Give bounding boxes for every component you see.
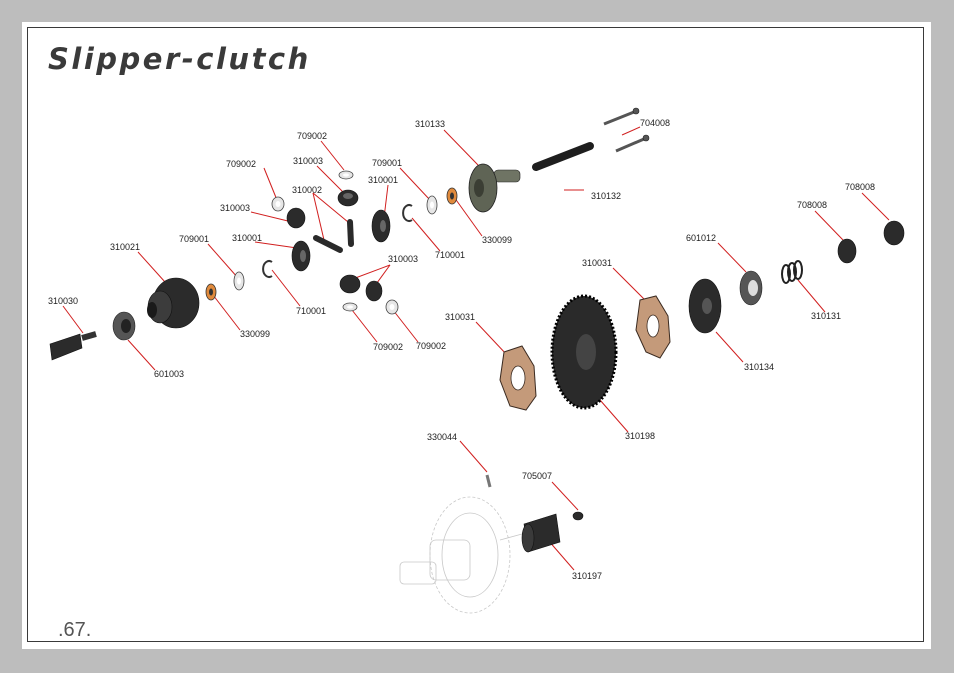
- outdrive-310030: [49, 331, 97, 361]
- cross-pin-310002-a: [313, 235, 343, 253]
- nut-708008-a: [883, 220, 905, 246]
- label-310197: 310197: [572, 571, 602, 581]
- output-cup-310133: [468, 163, 521, 213]
- label-330044: 330044: [427, 432, 457, 442]
- label-310002: 310002: [292, 185, 322, 195]
- pressure-plate-310134: [688, 278, 722, 334]
- label-310030: 310030: [48, 296, 78, 306]
- gear-310003-a: [337, 189, 359, 207]
- label-601012: 601012: [686, 233, 716, 243]
- label-330099-a: 330099: [482, 235, 512, 245]
- pin-704008-a: [603, 107, 640, 126]
- gear-310003-d: [365, 280, 383, 302]
- friction-pad-310031-b: [499, 345, 537, 411]
- washer-709002-a: [338, 170, 354, 180]
- gear-310003-b: [286, 207, 306, 229]
- friction-pad-310031-a: [635, 295, 671, 359]
- manual-page: Slipper-clutch .67.: [22, 22, 931, 649]
- gear-310001-a: [371, 209, 391, 243]
- assembled-slipper-ghost: [399, 496, 523, 614]
- label-709002-a: 709002: [297, 131, 327, 141]
- clip-710001-a: [402, 204, 413, 222]
- label-709002-b: 709002: [226, 159, 256, 169]
- label-709002-d: 709002: [416, 341, 446, 351]
- label-310198: 310198: [625, 431, 655, 441]
- gear-310003-c: [339, 274, 361, 294]
- label-310133: 310133: [415, 119, 445, 129]
- page-number: .67.: [58, 619, 92, 641]
- label-310031-a: 310031: [582, 258, 612, 268]
- gear-310001-b: [291, 240, 311, 272]
- label-310001-a: 310001: [368, 175, 398, 185]
- pin-330044: [485, 474, 492, 488]
- label-705007: 705007: [522, 471, 552, 481]
- label-330099-b: 330099: [240, 329, 270, 339]
- washer-709002-c: [342, 302, 358, 312]
- diff-case-310021: [147, 277, 200, 329]
- clip-710001-b: [262, 260, 273, 278]
- spring-310131: [781, 260, 803, 284]
- washer-709001-b: [233, 271, 245, 291]
- label-708008-a: 708008: [845, 182, 875, 192]
- shaft-310132: [532, 142, 594, 171]
- label-310132: 310132: [591, 191, 621, 201]
- label-708008-b: 708008: [797, 200, 827, 210]
- label-709001-b: 709001: [179, 234, 209, 244]
- label-310003-b: 310003: [220, 203, 250, 213]
- outdrive-310197: [521, 513, 561, 553]
- pin-704008-b: [615, 134, 650, 153]
- bushing-330099-a: [446, 187, 458, 205]
- part-graphics: [49, 107, 905, 614]
- label-310031-b: 310031: [445, 312, 475, 322]
- leader-lines: [62, 126, 890, 571]
- label-704008: 704008: [640, 118, 670, 128]
- label-310003-a: 310003: [293, 156, 323, 166]
- nut-708008-b: [837, 238, 857, 264]
- bearing-601012: [739, 270, 763, 306]
- washer-709002-b: [271, 196, 285, 212]
- label-310131: 310131: [811, 311, 841, 321]
- label-709001-a: 709001: [372, 158, 402, 168]
- label-601003: 601003: [154, 369, 184, 379]
- bearing-601003: [112, 311, 136, 341]
- page-frame: [27, 27, 924, 642]
- label-709002-c: 709002: [373, 342, 403, 352]
- cross-pin-310002-b: [347, 219, 354, 247]
- part-labels: 704008 310133 709002 310003 709001 70900…: [48, 118, 875, 581]
- label-310134: 310134: [744, 362, 774, 372]
- washer-709001-a: [426, 195, 438, 215]
- washer-709002-d: [385, 299, 399, 315]
- label-710001-a: 710001: [435, 250, 465, 260]
- spur-gear-310198: [550, 294, 618, 410]
- screw-705007: [572, 511, 584, 521]
- label-710001-b: 710001: [296, 306, 326, 316]
- label-310001-b: 310001: [232, 233, 262, 243]
- label-310021: 310021: [110, 242, 140, 252]
- bushing-330099-b: [205, 283, 217, 301]
- page-title: Slipper-clutch: [48, 42, 311, 76]
- label-310003-c: 310003: [388, 254, 418, 264]
